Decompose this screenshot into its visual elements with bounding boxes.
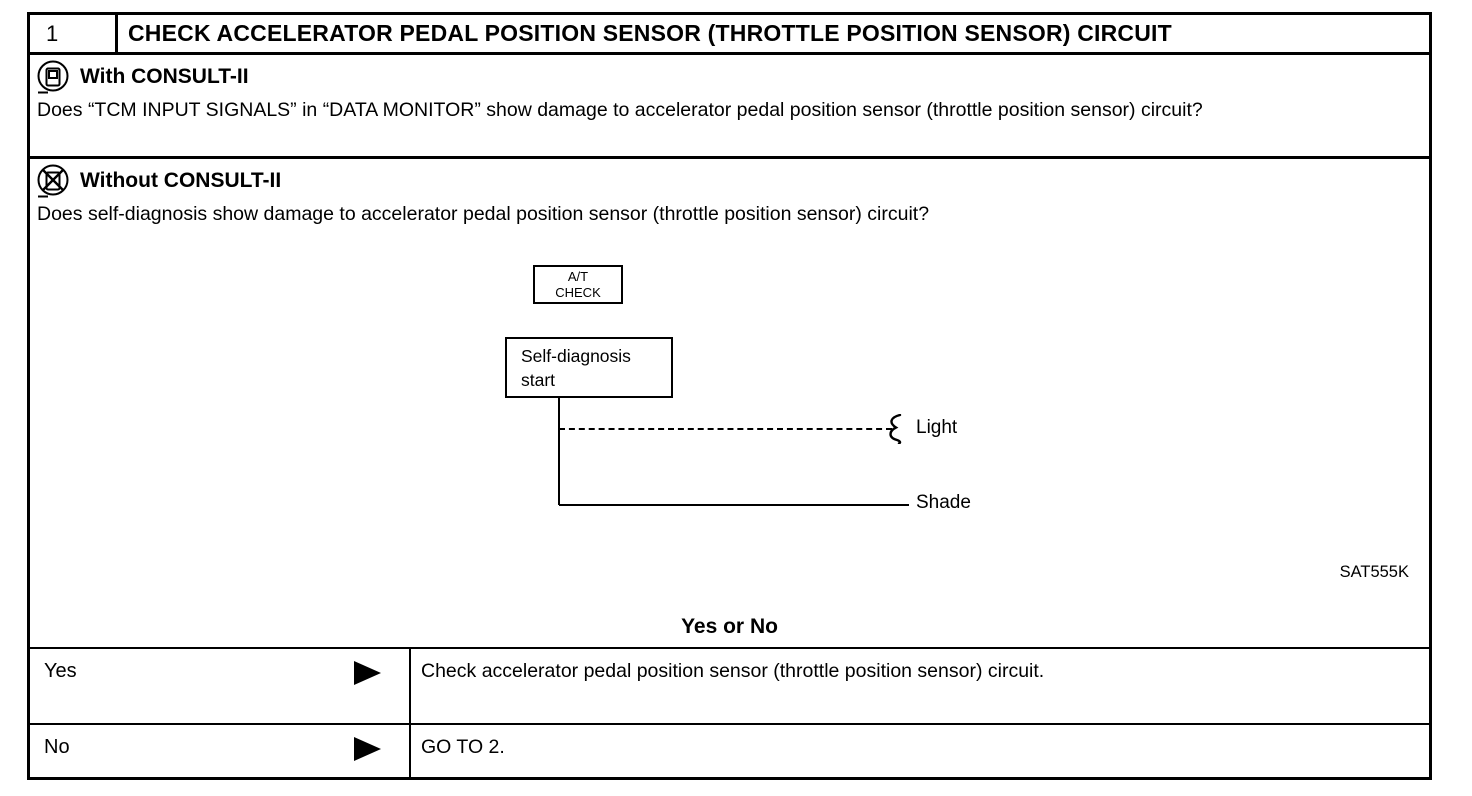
decision-row-yes: Yes Check accelerator pedal position sen… xyxy=(30,649,1429,725)
at-check-line2: CHECK xyxy=(555,284,601,300)
diagram-vertical-line xyxy=(558,398,560,505)
diagnostic-step-table: 1 CHECK ACCELERATOR PEDAL POSITION SENSO… xyxy=(27,12,1432,780)
arrow-right-icon xyxy=(354,661,381,685)
figure-code: SAT555K xyxy=(1339,563,1409,581)
without-consult-heading: Without CONSULT-II xyxy=(80,169,282,192)
decision-label-cell-yes: Yes xyxy=(30,649,411,723)
yes-action-text: Check accelerator pedal position sensor … xyxy=(421,660,1045,682)
step-title: CHECK ACCELERATOR PEDAL POSITION SENSOR … xyxy=(128,20,1172,46)
with-consult-question: Does “TCM INPUT SIGNALS” in “DATA MONITO… xyxy=(37,99,1203,121)
arrow-right-icon xyxy=(354,737,381,761)
light-label: Light xyxy=(916,417,958,438)
no-label: No xyxy=(44,736,70,758)
no-action-text: GO TO 2. xyxy=(421,736,505,758)
at-check-indicator-box: A/T CHECK xyxy=(533,265,623,304)
with-consult-heading: With CONSULT-II xyxy=(80,65,249,88)
self-diagnosis-line2: start xyxy=(521,370,556,390)
with-consult-section: With CONSULT-II Does “TCM INPUT SIGNALS”… xyxy=(30,55,1429,159)
self-diagnosis-start-box: Self-diagnosis start xyxy=(505,337,673,398)
self-diagnosis-line1: Self-diagnosis xyxy=(521,346,631,366)
decision-prompt: Yes or No xyxy=(681,615,778,638)
consult-ii-tool-icon xyxy=(35,60,71,94)
without-consult-heading-row: Without CONSULT-II xyxy=(35,164,1421,198)
without-consult-question: Does self-diagnosis show damage to accel… xyxy=(37,203,930,225)
without-consult-section: Without CONSULT-II Does self-diagnosis s… xyxy=(30,159,1429,649)
blink-squiggle-icon xyxy=(886,413,906,449)
diagram-dashed-line xyxy=(559,428,892,430)
diagram-solid-line xyxy=(559,504,909,506)
decision-row-no: No GO TO 2. xyxy=(30,725,1429,777)
shade-label: Shade xyxy=(916,492,971,513)
at-check-line1: A/T xyxy=(567,268,589,284)
decision-label-cell-no: No xyxy=(30,725,411,777)
consult-ii-tool-crossed-icon xyxy=(35,164,71,198)
yes-label: Yes xyxy=(44,660,77,682)
step-header-row: 1 CHECK ACCELERATOR PEDAL POSITION SENSO… xyxy=(30,15,1429,55)
step-number: 1 xyxy=(30,15,118,52)
with-consult-heading-row: With CONSULT-II xyxy=(35,60,1421,94)
